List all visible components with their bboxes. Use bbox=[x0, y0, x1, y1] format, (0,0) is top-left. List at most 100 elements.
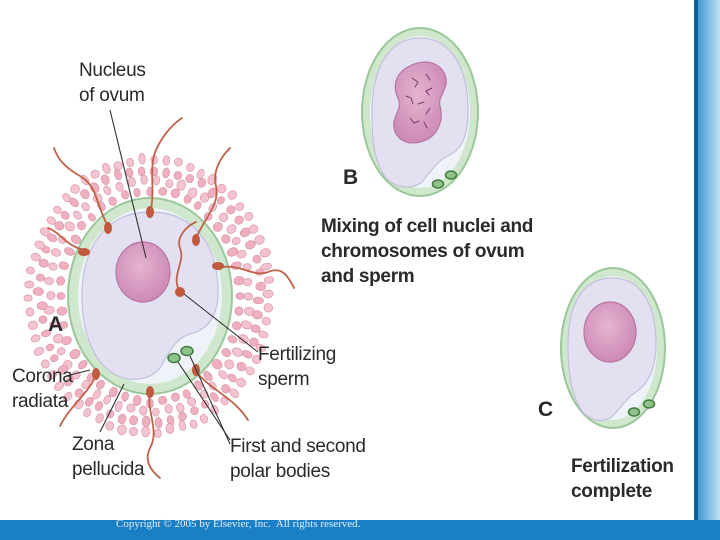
corona-cell bbox=[229, 388, 239, 398]
corona-cell bbox=[100, 174, 110, 185]
corona-cell bbox=[44, 276, 54, 285]
corona-cell bbox=[221, 384, 231, 394]
corona-cell bbox=[24, 280, 35, 289]
corona-cell bbox=[141, 415, 151, 428]
corona-cell bbox=[232, 347, 243, 357]
corona-cell bbox=[46, 216, 56, 225]
corona-cell bbox=[70, 184, 80, 194]
corona-cell bbox=[117, 413, 127, 425]
corona-cell bbox=[216, 196, 225, 205]
corona-cell bbox=[54, 221, 65, 231]
panel-a-ovum bbox=[23, 109, 295, 479]
corona-cell bbox=[254, 235, 265, 245]
corona-cell bbox=[249, 337, 259, 347]
label-zona-pellucida: Zona pellucida bbox=[72, 434, 145, 480]
panel-letter-a: A bbox=[48, 313, 64, 336]
corona-cell bbox=[54, 381, 64, 391]
corona-cell bbox=[103, 395, 111, 405]
corona-cell bbox=[261, 316, 271, 326]
corona-cell bbox=[23, 294, 33, 302]
leader-lines-a bbox=[65, 109, 259, 445]
corona-cell bbox=[218, 212, 229, 222]
corona-cell bbox=[226, 224, 237, 234]
zygote-nucleus bbox=[583, 301, 637, 363]
corona-cell bbox=[193, 201, 202, 210]
corona-cell bbox=[203, 370, 213, 381]
corona-cell bbox=[252, 354, 262, 364]
polar-body-1 bbox=[167, 352, 181, 364]
corona-cell bbox=[77, 360, 88, 370]
corona-cell bbox=[125, 167, 134, 178]
corona-cell bbox=[50, 354, 59, 363]
corona-cell bbox=[158, 395, 168, 405]
corona-cell bbox=[133, 188, 141, 197]
corona-cell bbox=[187, 187, 198, 199]
corona-cell bbox=[220, 396, 229, 406]
corona-cell bbox=[64, 376, 74, 387]
corona-cell bbox=[153, 175, 161, 186]
corona-cell bbox=[69, 348, 81, 359]
corona-cell bbox=[259, 248, 271, 258]
corona-cell bbox=[235, 292, 245, 300]
corona-cell bbox=[165, 423, 175, 434]
corona-cell bbox=[227, 247, 238, 257]
corona-cell bbox=[129, 415, 139, 426]
caption-fertilization-complete: Fertilization complete bbox=[571, 456, 674, 502]
corona-cell bbox=[121, 391, 129, 402]
corona-cell bbox=[70, 234, 82, 245]
panel-letter-c: C bbox=[538, 398, 554, 421]
corona-cell bbox=[165, 179, 174, 189]
corona-cell bbox=[53, 333, 64, 344]
corona-cell bbox=[38, 258, 49, 268]
corona-cell bbox=[36, 301, 48, 311]
corona-cell bbox=[217, 184, 227, 194]
corona-cell bbox=[35, 273, 45, 282]
corona-cell bbox=[190, 406, 199, 415]
corona-cell bbox=[96, 379, 105, 390]
corona-cell bbox=[154, 428, 162, 438]
corona-cell bbox=[194, 380, 203, 391]
panel-b-mixing bbox=[361, 27, 479, 197]
corona-cell bbox=[121, 190, 130, 200]
corona-cell bbox=[255, 281, 267, 292]
corona-cell bbox=[108, 386, 118, 398]
corona-cell bbox=[83, 408, 92, 418]
corona-cell bbox=[49, 320, 59, 328]
corona-cell bbox=[210, 392, 219, 402]
corona-cell bbox=[126, 403, 136, 413]
corona-cell bbox=[178, 420, 187, 431]
corona-cell bbox=[227, 373, 237, 383]
corona-cell bbox=[212, 222, 223, 232]
corona-cell bbox=[40, 329, 52, 338]
right-frame-decoration bbox=[694, 0, 720, 540]
corona-cell bbox=[74, 388, 84, 398]
corona-cell bbox=[170, 188, 180, 199]
corona-cell bbox=[85, 396, 94, 407]
chromosomes-b bbox=[405, 73, 433, 129]
corona-cell bbox=[243, 278, 253, 287]
corona-cell bbox=[76, 221, 87, 231]
corona-cell bbox=[108, 196, 117, 206]
corona-cell bbox=[58, 261, 69, 270]
corona-cell bbox=[56, 292, 66, 300]
corona-cell bbox=[255, 343, 266, 352]
corona-cell bbox=[60, 210, 70, 220]
corona-cell bbox=[263, 276, 275, 284]
corona-cell bbox=[45, 343, 55, 352]
corona-cell bbox=[132, 395, 142, 406]
corona-cell bbox=[62, 193, 71, 203]
corona-cell bbox=[245, 240, 256, 250]
corona-cell bbox=[56, 276, 66, 286]
corona-cell bbox=[137, 166, 146, 177]
corona-cell bbox=[64, 221, 75, 232]
corona-cell bbox=[185, 174, 195, 183]
corona-cell bbox=[30, 334, 41, 343]
corona-cell bbox=[187, 397, 197, 407]
corona-cell bbox=[248, 224, 259, 234]
label-polar-bodies: First and second polar bodies bbox=[230, 436, 366, 482]
corona-cell bbox=[114, 400, 123, 412]
corona-cell bbox=[87, 213, 96, 222]
corona-cell bbox=[102, 162, 111, 174]
corona-cell bbox=[81, 202, 90, 212]
corona-cell bbox=[224, 359, 235, 370]
